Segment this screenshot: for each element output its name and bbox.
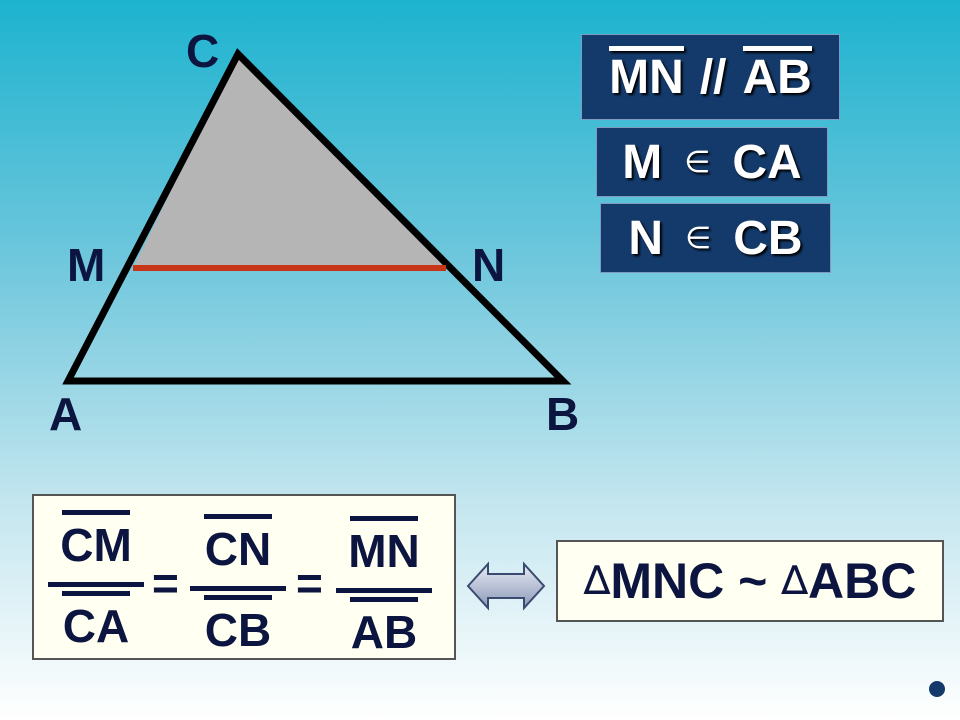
- point-m: M: [622, 135, 663, 189]
- fraction-mn-ab: MN AB: [336, 516, 432, 659]
- fraction-numerator: CN: [198, 514, 278, 576]
- fraction-cn-cb: CN CB: [190, 514, 286, 657]
- equals-sign: =: [152, 557, 179, 609]
- element-of-symbol: ∈: [684, 144, 711, 180]
- vertex-c-label: C: [186, 25, 219, 77]
- vertex-m-label: M: [67, 239, 105, 291]
- vertex-b-label: B: [546, 388, 579, 440]
- similarity-box: ∆ MNC ~ ∆ ABC: [556, 540, 944, 622]
- equals-sign: =: [296, 557, 323, 609]
- triangle-symbol: ∆: [781, 558, 809, 604]
- triangle-abc-name: ABC: [808, 553, 917, 609]
- fraction-denominator: CB: [198, 595, 278, 657]
- point-n: N: [628, 211, 664, 265]
- fraction-bar: [48, 582, 144, 587]
- next-slide-button[interactable]: [929, 681, 945, 697]
- m-on-ca-box: M ∈ CA: [596, 127, 828, 197]
- fraction-bar: [190, 586, 286, 591]
- fraction-denominator: AB: [344, 597, 424, 659]
- n-on-cb-box: N ∈ CB: [600, 203, 831, 273]
- triangle-abc: [62, 48, 572, 385]
- parallel-symbol: //: [699, 50, 727, 104]
- vertex-a-label: A: [49, 388, 82, 440]
- fraction-numerator: CM: [56, 510, 136, 572]
- triangle-mnc: MNC: [610, 553, 725, 609]
- similar-symbol: ~: [724, 553, 782, 609]
- segment-ab-overline: AB: [742, 45, 813, 104]
- double-arrow-icon: [466, 561, 546, 611]
- ratio-equality-box: CM CA = CN CB = MN AB: [32, 494, 456, 660]
- fraction-bar: [336, 588, 432, 593]
- triangle-diagram: C M N A B: [49, 25, 579, 440]
- fraction-cm-ca: CM CA: [48, 510, 144, 653]
- segment-mn-overline: MN: [609, 45, 684, 104]
- element-of-symbol: ∈: [685, 220, 712, 256]
- fraction-denominator: CA: [56, 591, 136, 653]
- parallel-condition-box: MN // AB: [581, 34, 840, 120]
- segment-ca: CA: [732, 135, 802, 189]
- vertex-n-label: N: [472, 239, 505, 291]
- triangle-mnc-shaded: [133, 54, 446, 268]
- fraction-numerator: MN: [344, 516, 424, 578]
- segment-cb: CB: [733, 211, 803, 265]
- triangle-symbol: ∆: [583, 558, 611, 604]
